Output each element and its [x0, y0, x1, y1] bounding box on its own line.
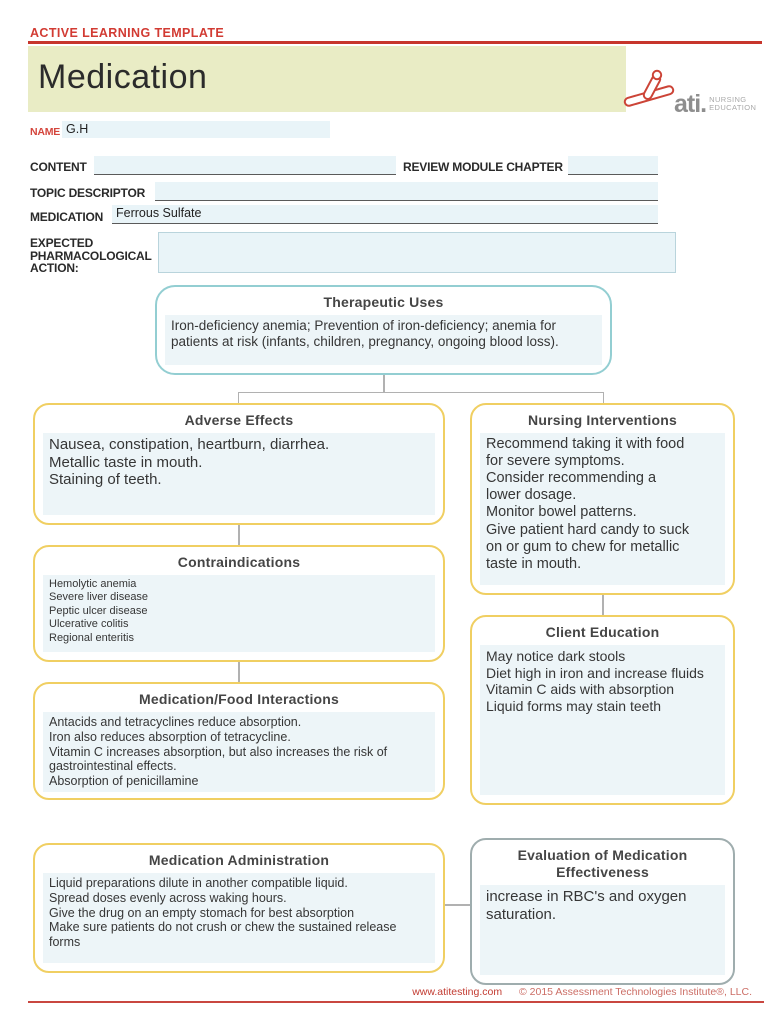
- review-module-chapter-label: REVIEW MODULE CHAPTER: [403, 160, 563, 174]
- connector-adverse-contraindications: [238, 525, 240, 545]
- footer-copyright: © 2015 Assessment Technologies Institute…: [519, 986, 752, 998]
- evaluation-effectiveness-title: Evaluation of Medication Effectiveness: [517, 847, 688, 880]
- adverse-effects-content[interactable]: Nausea, constipation, heartburn, diarrhe…: [43, 433, 435, 515]
- expected-pharmacological-action-label: EXPECTED PHARMACOLOGICAL ACTION:: [30, 236, 152, 275]
- therapeutic-uses-box: Therapeutic Uses Iron-deficiency anemia;…: [155, 285, 612, 375]
- ati-logo: ati. NURSING EDUCATION: [622, 68, 768, 118]
- connector-split: [238, 392, 604, 404]
- client-education-content[interactable]: May notice dark stools Diet high in iron…: [480, 645, 725, 795]
- nursing-interventions-title: Nursing Interventions: [528, 412, 677, 428]
- therapeutic-uses-title: Therapeutic Uses: [323, 294, 444, 310]
- page-title: Medication: [38, 58, 208, 96]
- connector-contraindications-interactions: [238, 662, 240, 682]
- connector-administration-evaluation: [445, 904, 470, 906]
- connector-nursing-client-education: [602, 595, 604, 615]
- adverse-effects-box: Adverse Effects Nausea, constipation, he…: [33, 403, 445, 525]
- evaluation-effectiveness-content[interactable]: increase in RBC's and oxygen saturation.: [480, 885, 725, 975]
- medication-administration-title: Medication Administration: [148, 852, 330, 868]
- footer: www.atitesting.com © 2015 Assessment Tec…: [0, 986, 752, 998]
- contraindications-title: Contraindications: [177, 554, 301, 570]
- medication-food-interactions-box: Medication/Food Interactions Antacids an…: [33, 682, 445, 800]
- medication-administration-box: Medication Administration Liquid prepara…: [33, 843, 445, 973]
- expected-pharmacological-action-input[interactable]: [158, 232, 676, 273]
- medication-administration-content[interactable]: Liquid preparations dilute in another co…: [43, 873, 435, 963]
- ati-tagline: NURSING EDUCATION: [709, 95, 757, 112]
- footer-rule: [28, 1001, 764, 1003]
- medication-food-interactions-title: Medication/Food Interactions: [138, 691, 340, 707]
- evaluation-effectiveness-box: Evaluation of Medication Effectiveness i…: [470, 838, 735, 985]
- content-label: CONTENT: [30, 160, 87, 174]
- nursing-interventions-content[interactable]: Recommend taking it with food for severe…: [480, 433, 725, 585]
- nursing-interventions-box: Nursing Interventions Recommend taking i…: [470, 403, 735, 595]
- medication-label: MEDICATION: [30, 210, 104, 224]
- contraindications-box: Contraindications Hemolytic anemia Sever…: [33, 545, 445, 662]
- therapeutic-uses-content[interactable]: Iron-deficiency anemia; Prevention of ir…: [165, 315, 602, 365]
- footer-url-link[interactable]: www.atitesting.com: [412, 986, 503, 998]
- connector-stem: [383, 375, 385, 393]
- review-module-chapter-input[interactable]: [568, 156, 658, 175]
- adverse-effects-title: Adverse Effects: [184, 412, 294, 428]
- client-education-title: Client Education: [545, 624, 660, 640]
- medication-input[interactable]: Ferrous Sulfate: [112, 205, 658, 224]
- name-label: NAME: [30, 126, 61, 138]
- title-banner: Medication: [28, 46, 626, 112]
- medication-food-interactions-content[interactable]: Antacids and tetracyclines reduce absorp…: [43, 712, 435, 792]
- topic-descriptor-label: TOPIC DESCRIPTOR: [30, 186, 146, 200]
- header-rule: [28, 41, 762, 44]
- content-input[interactable]: [94, 156, 396, 175]
- topic-descriptor-input[interactable]: [155, 182, 658, 201]
- ati-figure-icon: [622, 68, 680, 114]
- active-learning-template-kicker: ACTIVE LEARNING TEMPLATE: [30, 26, 225, 40]
- contraindications-content[interactable]: Hemolytic anemia Severe liver disease Pe…: [43, 575, 435, 652]
- ati-brand-text: ati.: [674, 90, 707, 118]
- name-input[interactable]: G.H: [62, 121, 330, 138]
- client-education-box: Client Education May notice dark stools …: [470, 615, 735, 805]
